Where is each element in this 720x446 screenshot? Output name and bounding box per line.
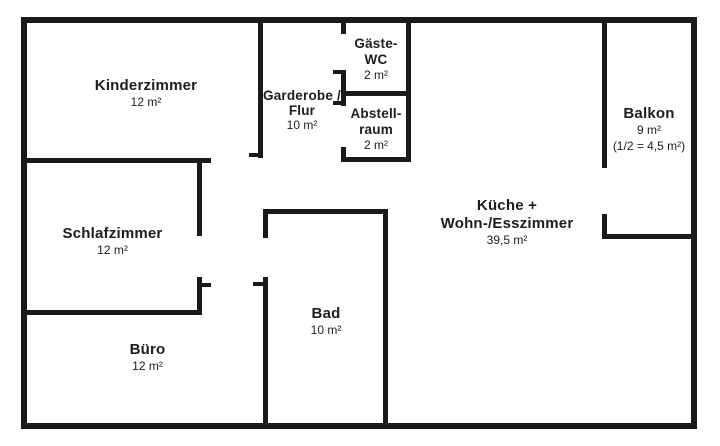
- wall-kinderzimmer-bottom: [21, 158, 211, 163]
- wall-bad-left-upper: [263, 209, 268, 238]
- door-jamb-wc-upper: [333, 70, 341, 74]
- room-name: Wohn-/Esszimmer: [440, 215, 574, 232]
- room-name: Küche +: [476, 197, 538, 214]
- wall-balkon-bottom: [602, 234, 697, 239]
- room-label-kueche-wohn-esszimmer: Küche + Wohn-/Esszimmer 39,5 m²: [417, 197, 597, 248]
- wall-outer-left: [21, 17, 27, 429]
- room-name: Gäste-: [354, 36, 398, 51]
- wall-wc-left-bottom-stub: [341, 147, 346, 162]
- wall-abstellraum-bottom: [341, 157, 411, 162]
- room-name: Flur: [288, 103, 316, 118]
- wall-schlafzimmer-right-lower: [197, 277, 202, 315]
- wall-bad-right: [383, 209, 388, 429]
- room-area: 12 m²: [132, 359, 163, 373]
- room-label-gaeste-wc: Gäste- WC 2 m²: [346, 36, 406, 83]
- room-area: 12 m²: [130, 95, 162, 109]
- door-jamb-schlafzimmer: [202, 283, 211, 287]
- room-name: raum: [359, 122, 393, 137]
- wall-bad-left-lower: [263, 277, 268, 429]
- room-name: Schlafzimmer: [62, 225, 163, 242]
- room-area: 9 m²: [637, 123, 661, 137]
- room-label-kinderzimmer: Kinderzimmer 12 m²: [66, 77, 226, 110]
- wall-buero-top: [21, 310, 202, 315]
- room-area: 10 m²: [310, 323, 342, 337]
- wall-outer-bottom: [21, 423, 697, 429]
- room-name: Balkon: [623, 105, 675, 122]
- room-area: 10 m²: [286, 118, 318, 132]
- room-name: Kinderzimmer: [94, 77, 198, 94]
- door-jamb-wc-lower: [333, 101, 341, 105]
- room-name: WC: [364, 52, 388, 67]
- room-label-buero: Büro 12 m²: [77, 341, 218, 374]
- wall-schlafzimmer-right-upper: [197, 158, 202, 236]
- door-jamb-bad: [253, 282, 263, 286]
- wall-wc-left-middle: [341, 70, 346, 106]
- room-area: 39,5 m²: [486, 233, 528, 247]
- wall-balkon-left-upper: [602, 17, 607, 168]
- room-area-note: (1/2 = 4,5 m²): [612, 139, 686, 153]
- room-label-schlafzimmer: Schlafzimmer 12 m²: [42, 225, 183, 258]
- wall-kinderzimmer-right: [258, 17, 263, 158]
- room-area: 12 m²: [97, 243, 128, 257]
- door-jamb-kinderzimmer: [249, 153, 258, 157]
- room-label-abstellraum: Abstell- raum 2 m²: [346, 106, 406, 153]
- wall-wc-left-top-stub: [341, 17, 346, 34]
- room-name: Garderobe /: [263, 88, 341, 103]
- wall-wc-right: [406, 17, 411, 162]
- room-name: Büro: [129, 341, 166, 358]
- room-name: Abstell-: [350, 106, 402, 121]
- room-label-garderobe-flur: Garderobe / Flur 10 m²: [262, 88, 342, 133]
- wall-wc-abstell-divider: [341, 91, 411, 96]
- room-area: 2 m²: [364, 68, 388, 82]
- room-label-balkon: Balkon 9 m² (1/2 = 4,5 m²): [607, 105, 691, 154]
- wall-balkon-left-lower: [602, 214, 607, 239]
- wall-outer-right: [691, 17, 697, 429]
- room-area: 2 m²: [364, 138, 388, 152]
- wall-outer-top: [21, 17, 697, 23]
- wall-bad-top: [263, 209, 388, 214]
- room-name: Bad: [311, 305, 341, 322]
- room-label-bad: Bad 10 m²: [276, 305, 376, 338]
